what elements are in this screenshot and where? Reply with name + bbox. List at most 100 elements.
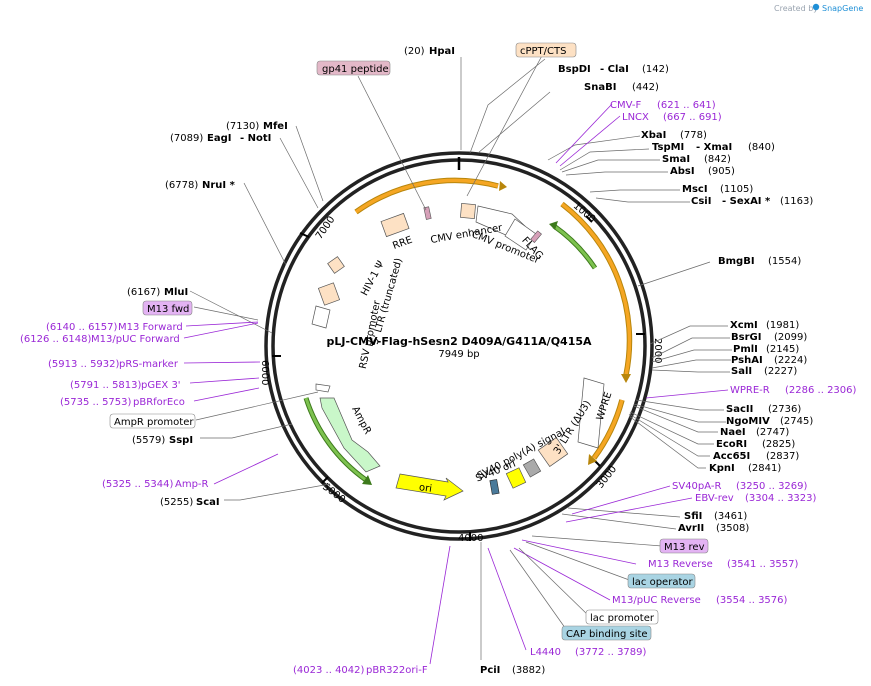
primer-range-m13-puc-forward: (6126 .. 6148) [20, 334, 92, 345]
primer-range-pgex3: (5791 .. 5813) [70, 380, 142, 391]
enzyme-name-sali: SalI [731, 366, 752, 377]
sv40-grey-block [522, 458, 542, 478]
enzyme-pos-eagi: (7089) [170, 133, 203, 144]
primer-range-l4440: (3772 .. 3789) [575, 647, 647, 658]
sv40-ori-block [489, 479, 500, 495]
m13-fwd-box [142, 300, 193, 316]
enzyme-pos-bmgbi: (1554) [768, 256, 801, 267]
ori-arrow [395, 473, 464, 501]
primer-name-sv40pa-r: SV40pA-R [672, 481, 721, 492]
enzyme-name-naei: NaeI [720, 427, 746, 438]
enzyme-pos-scai: (5255) [160, 497, 193, 508]
enzyme-name-xcmi: XcmI [730, 320, 758, 331]
cppt-block [460, 203, 476, 219]
enzyme-pos-msci: (1105) [720, 184, 753, 195]
primer-range-pbrforeco: (5735 .. 5753) [60, 397, 132, 408]
enzyme-pos-bsrgi: (2099) [774, 332, 807, 343]
ampr-arrow [319, 397, 381, 473]
rsv-promoter-shape [311, 305, 331, 329]
enzyme-alt-csii: - SexAI * [722, 196, 771, 207]
primer-name-pbrforeco: pBRforEco [133, 397, 185, 408]
ltr5-block [317, 282, 341, 306]
enzyme-name-ngomiv: NgoMIV [726, 416, 770, 427]
enzyme-name-eagi: EagI [207, 133, 231, 144]
enzyme-pos-pcii: (3882) [512, 665, 545, 676]
cppt-label: cPPT/CTS [520, 46, 566, 57]
lac-operator-label: lac operator [632, 577, 693, 588]
m13-rev-label: M13 rev [664, 542, 705, 553]
enzyme-name-smai: SmaI [662, 154, 690, 165]
enzyme-alt-tspmi: - XmaI [696, 142, 732, 153]
lentiviral-arcs [303, 177, 633, 485]
primer-range-m13-reverse: (3541 .. 3557) [727, 559, 799, 570]
enzyme-pos-naei: (2747) [756, 427, 789, 438]
enzyme-pos-pshai: (2224) [774, 355, 807, 366]
rre-label: RRE [391, 235, 414, 252]
enzyme-pos-avrii: (3508) [716, 523, 749, 534]
tick-label-7000: 7000 [314, 214, 338, 241]
primer-name-ebv-rev: EBV-rev [695, 493, 734, 504]
enzyme-pos-kpni: (2841) [748, 463, 781, 474]
primer-name-pbr322ori-f: pBR322ori-F [366, 665, 428, 676]
plasmid-size: 7949 bp [438, 349, 479, 360]
enzyme-alt-bspdi: - ClaI [600, 64, 629, 75]
ampr-promoter-label: AmpR promoter [114, 417, 194, 428]
hiv-psi-label: HIV-1 Ψ [359, 259, 386, 298]
inner-feature-labels: CMV enhancer CMV promoter FLAG RRE HIV-1… [349, 222, 614, 494]
enzyme-name-mlui: MluI [164, 287, 188, 298]
gp41-box [316, 60, 391, 76]
enzyme-name-ecori: EcoRI [716, 439, 747, 450]
primer-name-cmv-f: CMV-F [610, 100, 641, 111]
primer-range-ebv-rev: (3304 .. 3323) [745, 493, 817, 504]
primer-name-wpre-r: WPRE-R [730, 385, 770, 396]
cmv-promoter-shape [504, 218, 537, 251]
primer-range-lncx: (667 .. 691) [663, 112, 722, 123]
primer-name-prs-marker: pRS-marker [119, 359, 179, 370]
primer-range-sv40pa-r: (3250 .. 3269) [736, 481, 808, 492]
primer-range-cmv-f: (621 .. 641) [657, 100, 716, 111]
primer-name-m13-puc-forward: M13/pUC Forward [91, 334, 180, 345]
sv40-polya-block [505, 467, 527, 489]
enzyme-pos-acc65i: (2837) [766, 451, 799, 462]
enzyme-pos-smai: (842) [704, 154, 731, 165]
enzyme-pos-xcmi: (1981) [766, 320, 799, 331]
ampr-promoter-box [109, 413, 196, 429]
boxed-features: gp41 peptide cPPT/CTS M13 fwd AmpR promo… [109, 42, 709, 641]
ampr-promoter-shape [315, 383, 331, 393]
primer-labels: CMV-F (621 .. 641) LNCX (667 .. 691) WPR… [20, 100, 857, 676]
enzyme-pos-hpai: (20) [404, 46, 425, 57]
enzyme-name-bspdi: BspDI [558, 64, 591, 75]
enzyme-name-sacii: SacII [726, 404, 753, 415]
enzyme-alt-eagi: - NotI [240, 133, 271, 144]
enzyme-name-nrui: NruI * [202, 180, 236, 191]
enzyme-name-sspi: SspI [169, 435, 193, 446]
enzyme-pos-absi: (905) [708, 166, 735, 177]
primer-name-m13-puc-reverse: M13/pUC Reverse [612, 595, 701, 606]
ltr3-block [537, 437, 569, 467]
flag-block [530, 230, 542, 243]
primer-range-m13-puc-reverse: (3554 .. 3576) [716, 595, 788, 606]
enzyme-pos-sspi: (5579) [132, 435, 165, 446]
enzyme-name-tspmi: TspMI [652, 142, 684, 153]
primer-name-m13-forward: M13 Forward [118, 322, 183, 333]
m13-rev-box [659, 538, 709, 554]
primer-name-amp-r: Amp-R [175, 479, 209, 490]
feature-box-leader-lines [193, 49, 663, 633]
primer-range-pbr322ori-f: (4023 .. 4042) [293, 665, 365, 676]
enzyme-pos-ecori: (2825) [762, 439, 795, 450]
enzyme-pos-nrui: (6778) [165, 180, 198, 191]
gp41-label: gp41 peptide [322, 64, 389, 75]
enzyme-name-pcii: PciI [480, 665, 500, 676]
enzyme-name-pshai: PshAI [731, 355, 763, 366]
enzyme-pos-pmli: (2145) [766, 344, 799, 355]
enzyme-leader-lines [189, 57, 732, 660]
enzyme-pos-sacii: (2736) [768, 404, 801, 415]
plasmid-name: pLJ-CMV-Flag-hSesn2 D409A/G411A/Q415A [326, 335, 592, 348]
cppt-box [515, 42, 577, 58]
enzyme-pos-csii: (1163) [780, 196, 813, 207]
enzyme-pos-bspdi: (142) [642, 64, 669, 75]
enzyme-name-scai: ScaI [196, 497, 220, 508]
enzyme-name-avrii: AvrII [678, 523, 704, 534]
enzyme-name-kpni: KpnI [709, 463, 735, 474]
